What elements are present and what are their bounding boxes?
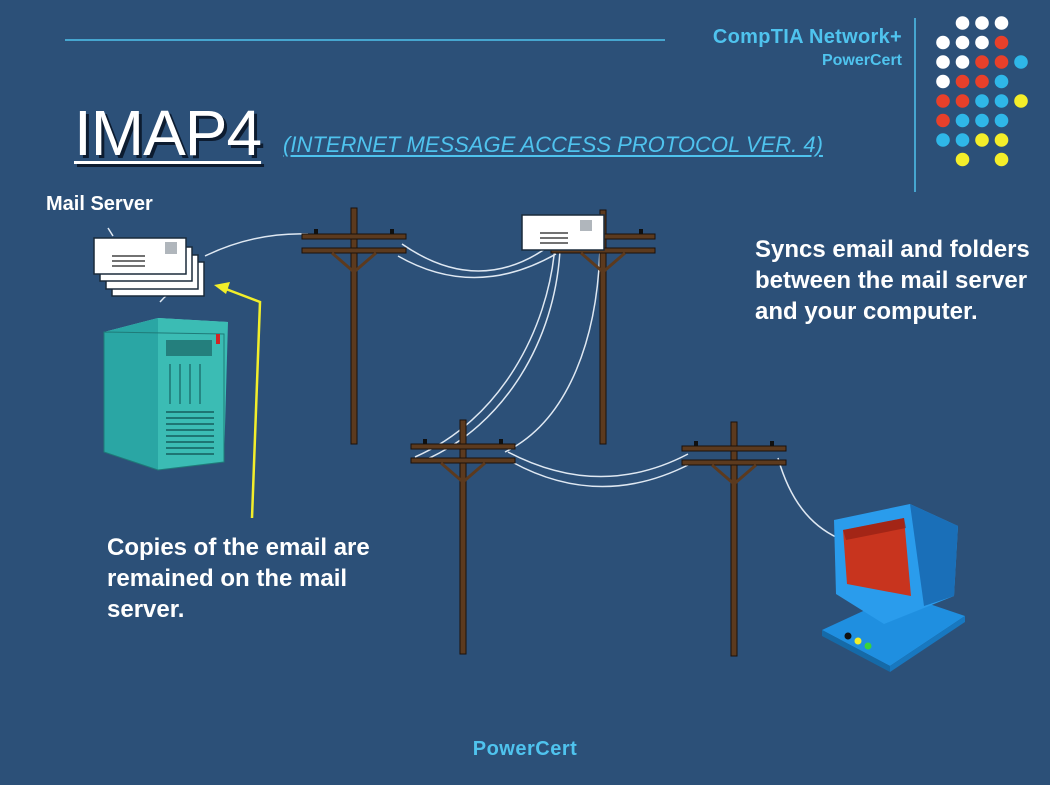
utility-pole-icon [681,421,787,657]
decor-dot [975,113,989,128]
brand-title: CompTIA Network+ [712,26,902,48]
client-computer-icon [822,504,965,672]
envelope-in-transit-icon [521,214,605,251]
slide-subtitle: (INTERNET MESSAGE ACCESS PROTOCOL VER. 4… [283,132,823,157]
decor-dot [975,133,989,147]
decor-dot [994,113,1009,128]
decor-dot [975,74,989,89]
utility-pole-icon [301,207,407,445]
decor-dot [994,152,1009,167]
decor-dot [955,55,970,69]
decor-dot [936,133,950,147]
decor-dot [936,94,950,108]
decor-dot [955,74,970,89]
decor-dot [936,74,950,89]
decor-dot [955,16,970,30]
envelope-stack-icon [93,237,205,297]
decor-dot [1014,55,1028,69]
decor-dot [955,94,970,108]
utility-pole-icon [410,419,516,655]
decor-dot [955,152,970,167]
decor-dot [994,133,1009,147]
slide-title: IMAP4 [74,97,262,169]
decor-dot [975,16,989,30]
decor-dot [1014,94,1028,108]
decor-dot [994,16,1009,30]
yellow-arrow-icon [214,282,262,519]
network-wires [107,227,839,539]
decor-dot [994,94,1009,108]
decor-dot [936,113,950,128]
decor-dot [955,113,970,128]
decor-dot [975,55,989,69]
decor-dot [994,55,1009,69]
footer-brand: PowerCert [472,738,578,760]
dot-grid-decoration [936,16,1028,167]
mail-server-label: Mail Server [46,193,153,215]
decor-dot [936,35,950,50]
decor-dot [975,94,989,108]
decor-dot [994,74,1009,89]
decor-dot [955,133,970,147]
decor-dot [955,35,970,50]
copy-note: Copies of the email are remained on the … [107,534,370,623]
decor-dot [936,55,950,69]
decor-dot [975,35,989,50]
sync-note: Syncs email and folders between the mail… [755,236,1030,325]
brand-subtitle: PowerCert [821,52,902,69]
mail-server-icon [103,318,228,471]
decor-dot [994,35,1009,50]
